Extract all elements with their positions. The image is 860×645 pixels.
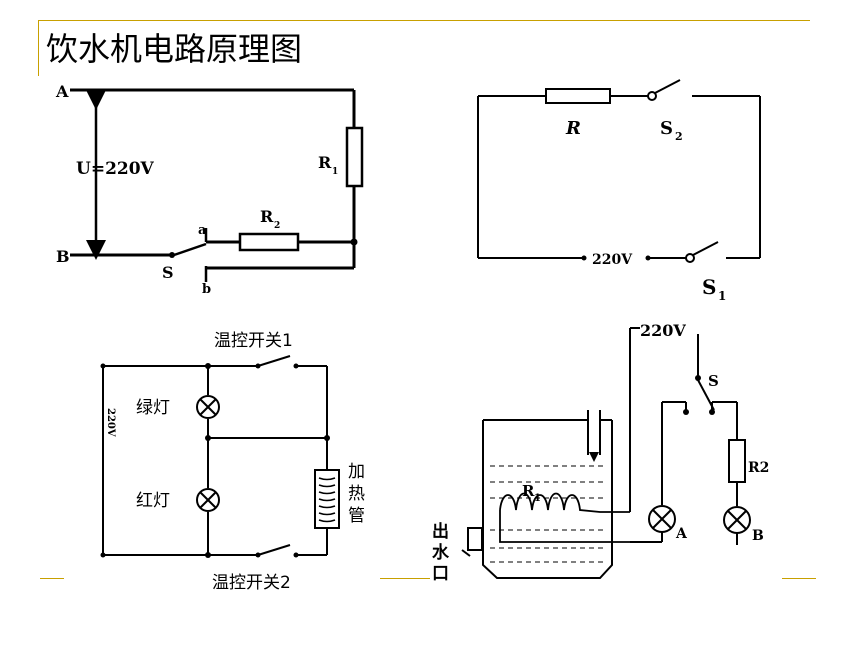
d2-voltage-label: 220V (592, 252, 633, 268)
d2-s2-blade (654, 79, 681, 94)
d2-s2-sub: 2 (675, 130, 683, 143)
d1-r2-sub: 2 (274, 221, 280, 231)
d3-green-lamp (196, 395, 220, 419)
d1-r1-label: R (318, 153, 332, 172)
page-title: 饮水机电路原理图 (46, 30, 303, 68)
d4-r2-resistor (728, 439, 746, 483)
d2-s1-pivot (685, 253, 695, 263)
d3-switch-top-label: 温控开关1 (214, 331, 293, 351)
d1-node-b: B (56, 247, 70, 266)
d4-outlet-label-1: 出 (432, 521, 449, 542)
d1-voltage-label: U=220V (76, 159, 155, 179)
d4-voltage-label: 220V (640, 321, 686, 340)
d3-heater (314, 469, 340, 529)
d4-water-lines (490, 465, 606, 563)
diagram-4 (461, 327, 751, 579)
diagram-3 (102, 355, 340, 556)
d4-r1-label: R (522, 482, 535, 500)
d3-heater-label-2: 热 (348, 484, 365, 504)
d4-outlet-label-2: 水 (432, 542, 450, 563)
footer-rule-mid (380, 578, 430, 579)
d3-switch1-blade (257, 355, 291, 367)
d4-lamp-a-label: A (675, 526, 688, 542)
footer-rule-left (40, 578, 64, 579)
d4-outlet-tap (467, 527, 483, 551)
d2-resistor-label: R (565, 118, 581, 139)
d1-switch-blade (173, 242, 207, 257)
diagram-1 (70, 88, 364, 282)
d1-r2-resistor (238, 232, 300, 252)
d3-heater-label-1: 加 (348, 462, 365, 482)
d4-r1-sub: 1 (534, 493, 541, 504)
d3-switch2-blade (257, 544, 291, 556)
d2-resistor (545, 88, 611, 104)
d3-switch-bottom-label: 温控开关2 (212, 573, 291, 593)
d1-contact-a: a (198, 223, 207, 238)
d4-lamp-b-label: B (752, 528, 764, 544)
d4-heating-element (499, 492, 630, 513)
d4-r2-label: R2 (748, 460, 769, 476)
d2-s2-label: S (660, 118, 673, 139)
title-rule-top (38, 20, 810, 21)
d1-node-a: A (55, 82, 69, 101)
title-rule-left (38, 20, 39, 76)
d1-contact-b: b (202, 282, 211, 297)
d1-r1-sub: 1 (332, 167, 338, 177)
diagram-2 (477, 79, 761, 263)
footer-rule-right (782, 578, 816, 579)
d3-green-lamp-label: 绿灯 (136, 398, 170, 418)
d2-s2-pivot (647, 91, 657, 101)
d3-voltage-label: 220V (105, 408, 116, 437)
d2-s1-blade (692, 241, 719, 256)
d4-switch-label: S (708, 372, 719, 390)
diagram-1-nodes (169, 238, 358, 258)
d2-s1-label: S (702, 275, 716, 299)
d3-red-lamp (196, 488, 220, 512)
d1-r2-label: R (260, 207, 274, 226)
d3-red-lamp-label: 红灯 (136, 491, 170, 511)
d1-r1-resistor (345, 126, 364, 188)
d3-heater-label-3: 管 (348, 506, 365, 526)
d2-s1-sub: 1 (718, 289, 726, 303)
d4-outlet-label-3: 口 (432, 564, 449, 584)
d1-switch-label: S (162, 263, 174, 282)
